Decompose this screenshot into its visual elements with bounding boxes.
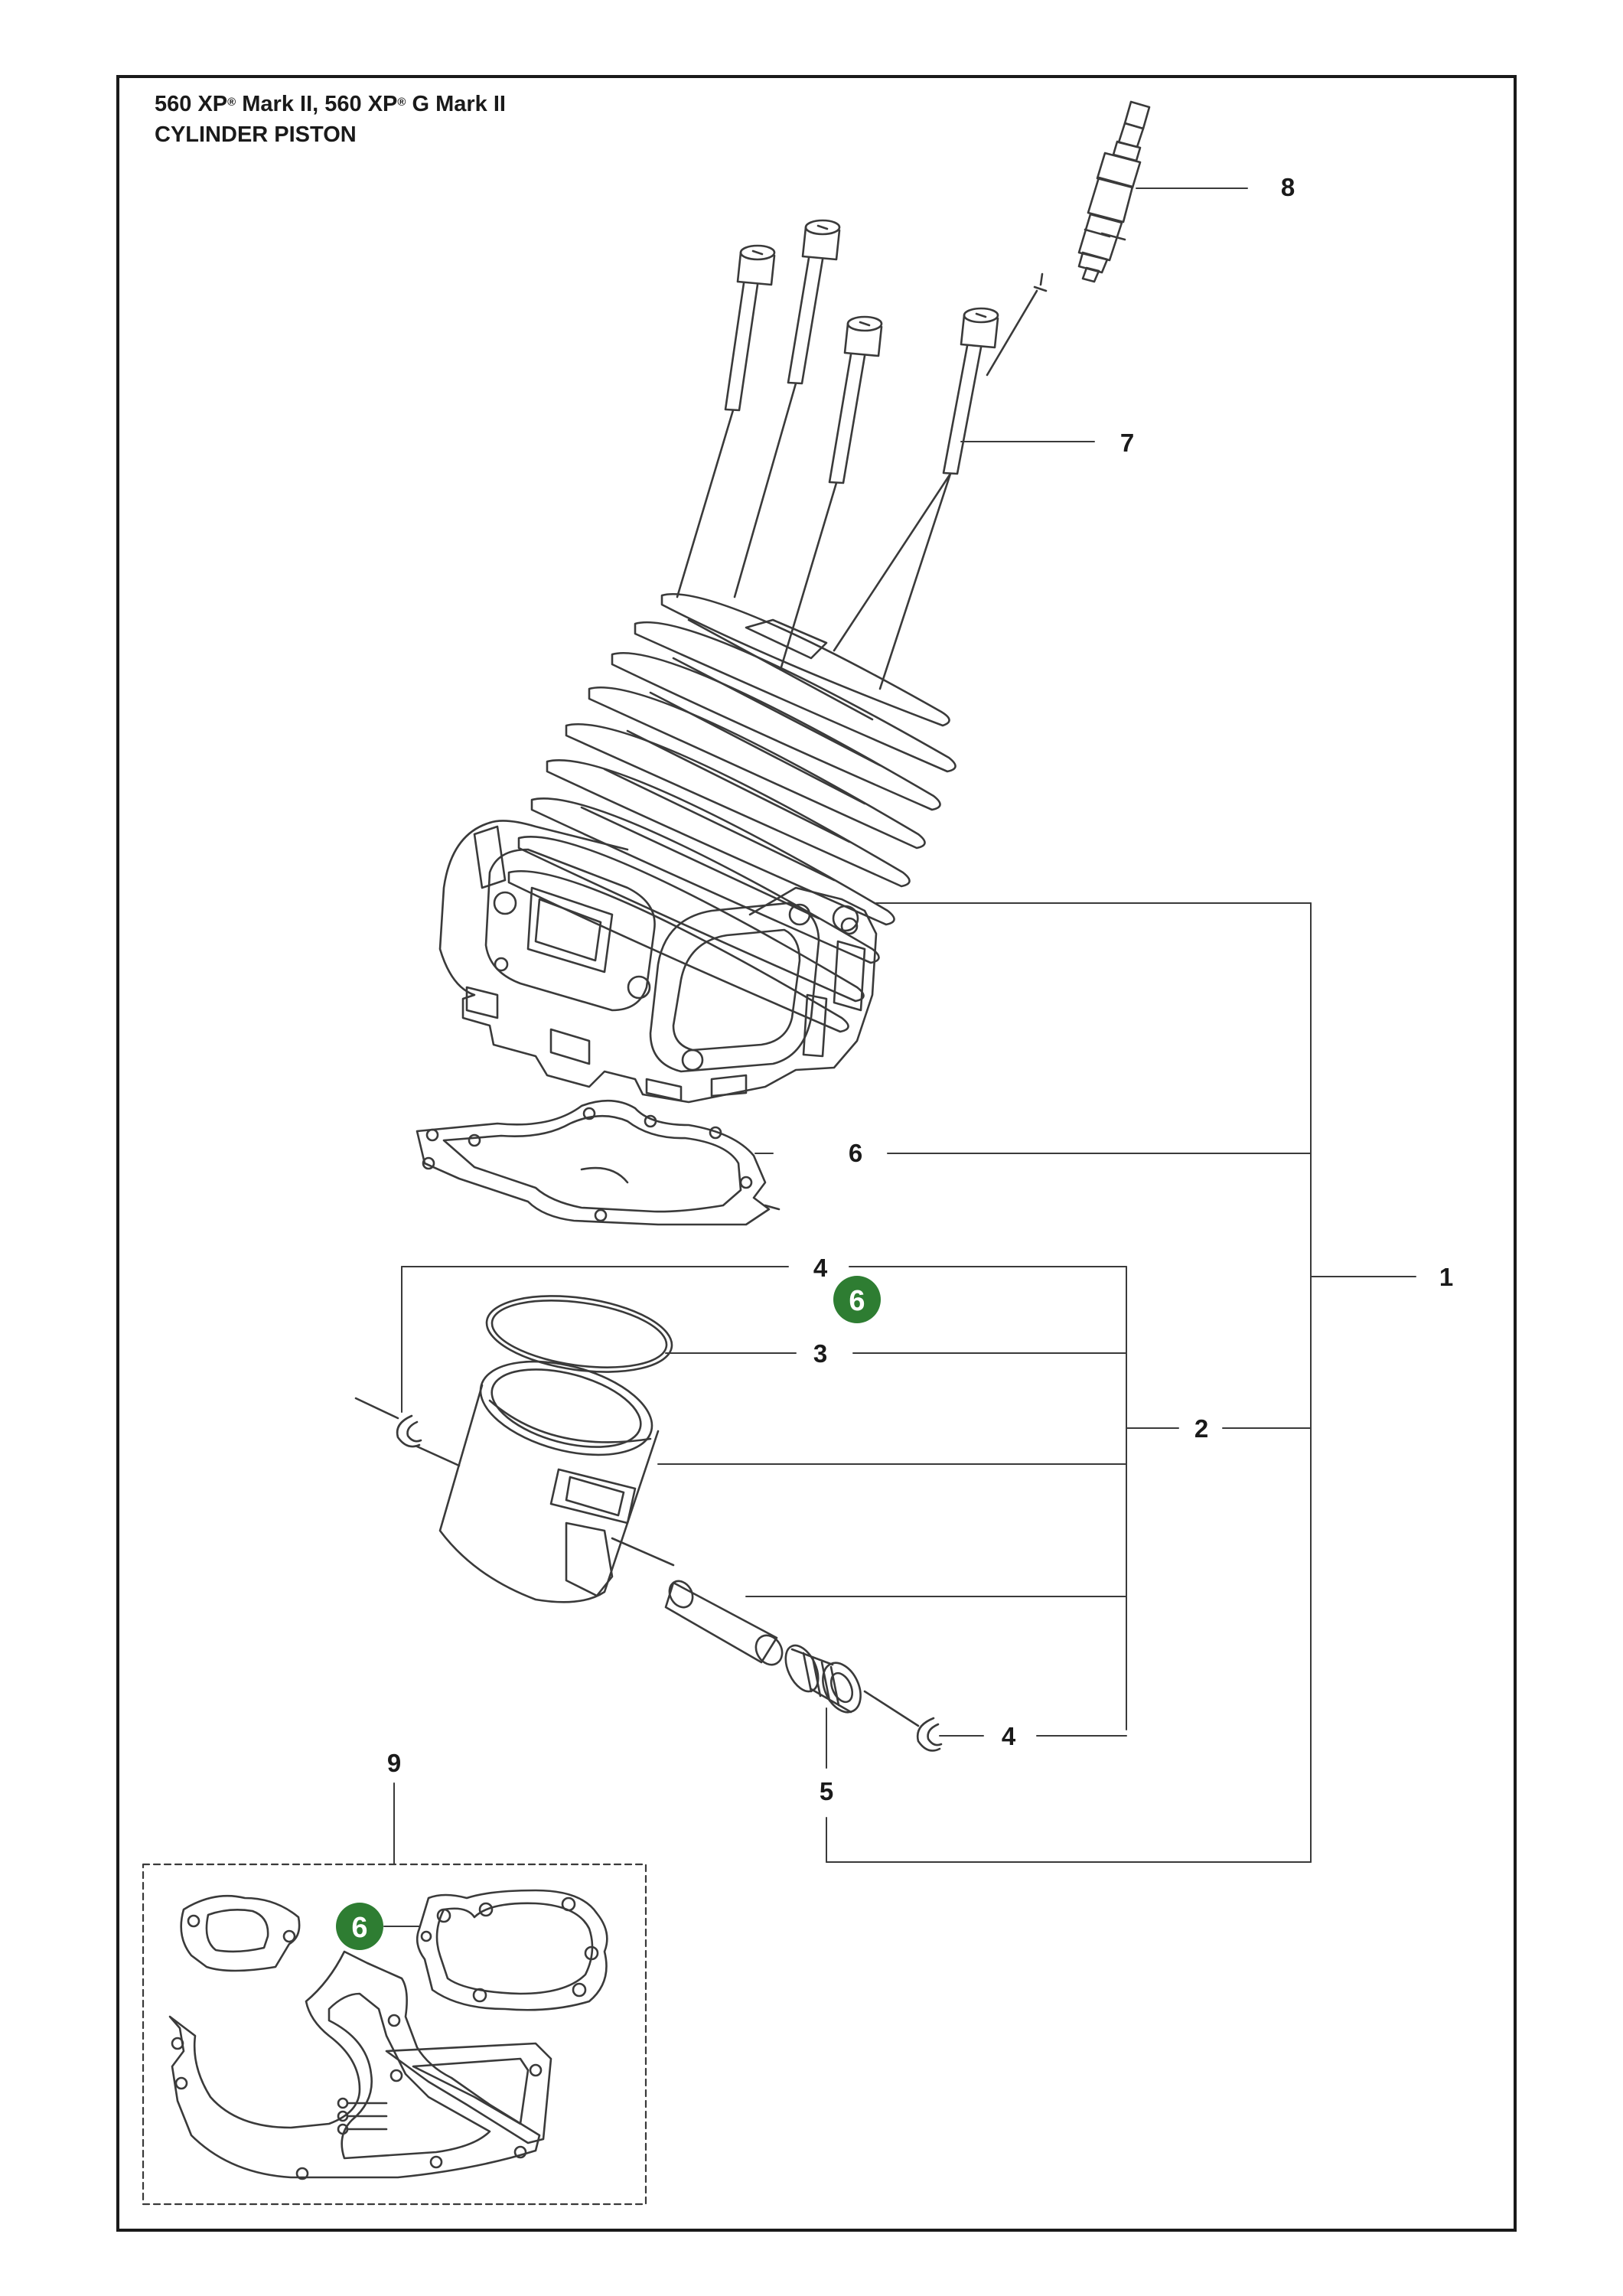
model-text-2: Mark II, 560 XP — [236, 92, 398, 116]
model-text-1: 560 XP — [155, 92, 228, 116]
cylinder-bolt-3 — [828, 315, 883, 484]
kit-badge-bottom-label: 6 — [351, 1912, 367, 1944]
piston — [438, 1360, 660, 1603]
page-title: 560 XP® Mark II, 560 XP® G Mark II — [155, 90, 506, 118]
callout-6: 6 — [849, 1139, 862, 1167]
cylinder-bolt-2 — [787, 219, 841, 385]
callout-4-top: 4 — [813, 1254, 828, 1282]
leader-lines — [383, 188, 1416, 1927]
callout-4-bottom: 4 — [1002, 1722, 1016, 1750]
cylinder-bolt-4 — [942, 307, 999, 475]
piston-ring — [485, 1295, 673, 1373]
spark-plug — [1033, 100, 1151, 292]
callout-1: 1 — [1439, 1263, 1453, 1291]
callout-3: 3 — [813, 1339, 827, 1368]
circlip-left — [396, 1414, 422, 1448]
piston-pin — [664, 1580, 784, 1666]
callout-8: 8 — [1281, 173, 1295, 201]
kit-badge-bottom: 6 — [336, 1903, 383, 1950]
registered-mark-1: ® — [227, 96, 236, 109]
gasket-kit-box — [142, 1863, 647, 2206]
cylinder-base-gasket — [416, 1099, 781, 1226]
callout-9: 9 — [387, 1749, 401, 1777]
registered-mark-2: ® — [397, 96, 406, 109]
page-subtitle: CYLINDER PISTON — [155, 122, 357, 147]
kit-badge-top: 6 — [833, 1276, 881, 1323]
callout-7: 7 — [1120, 429, 1134, 457]
callout-5: 5 — [820, 1777, 833, 1805]
model-text-3: G Mark II — [406, 92, 506, 116]
circlip-right — [916, 1717, 943, 1752]
cylinder-bolt-1 — [724, 244, 776, 412]
needle-bearing — [784, 1644, 862, 1714]
kit-badge-top-label: 6 — [849, 1285, 865, 1317]
callout-2: 2 — [1194, 1414, 1208, 1443]
diagram-frame — [116, 75, 1517, 2232]
cylinder — [438, 592, 957, 1104]
